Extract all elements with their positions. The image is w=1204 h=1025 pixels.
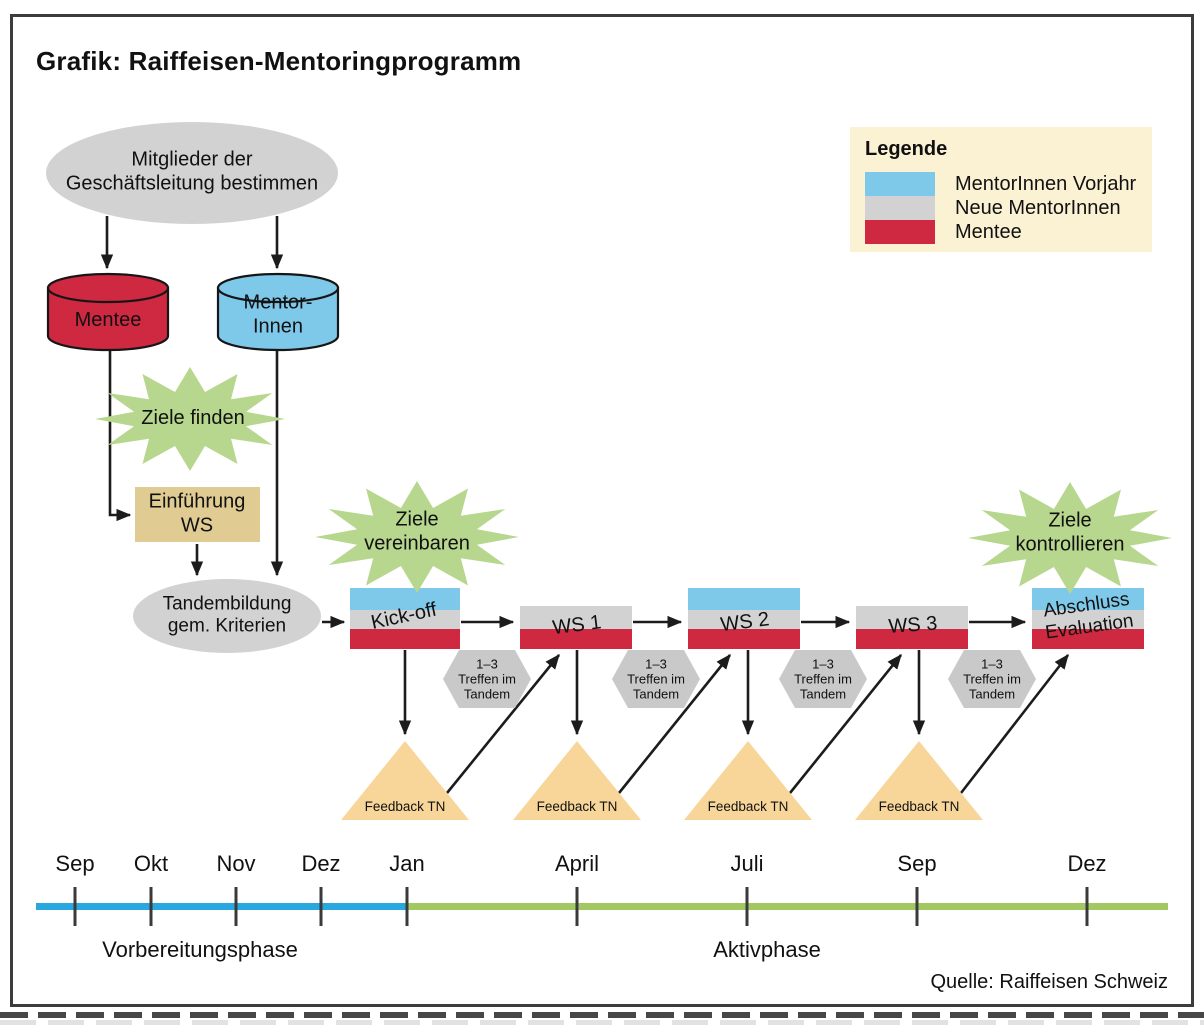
feedback-label-3: Feedback TN [707, 799, 789, 815]
legend-swatch-mentee [865, 220, 935, 244]
ziele-vereinbaren-label: Ziele vereinbaren [364, 508, 470, 555]
arrow-mentee-to-intro [108, 351, 132, 522]
ziele-kontrollieren-star [968, 482, 1172, 594]
month-label-dez2: Dez [1067, 851, 1107, 877]
legend-item-label: Mentee [955, 221, 1022, 243]
hexagon-label-2: 1–3 Treffen im Tandem [627, 657, 685, 702]
feedback-triangle-1 [341, 741, 469, 820]
feedback-triangle-3 [684, 741, 812, 820]
board-label-line1: Mitglieder der [131, 148, 253, 171]
month-label-april: April [554, 851, 600, 877]
hexagon-label-line2: Treffen im [794, 671, 852, 687]
feedback-label-2: Feedback TN [536, 799, 618, 815]
mentors-label-line2: Innen [252, 315, 304, 337]
ziele-kontrollieren-line1: Ziele [1048, 509, 1092, 532]
arrow-feedback3-to-ws3 [788, 654, 903, 794]
legend-swatch-neue-mentorinnen [865, 196, 935, 220]
stage-box-ws3 [856, 606, 968, 649]
stage-box-kickoff [350, 588, 460, 649]
timeline-ticks [73, 887, 1089, 926]
hexagon-label-line3: Tandem [632, 686, 680, 702]
source-text: Quelle: Raiffeisen Schweiz [930, 971, 1168, 993]
stage-box-ws2 [688, 588, 800, 649]
ziele-vereinbaren-line1: Ziele [395, 508, 439, 531]
ziele-finden-label: Ziele finden [141, 407, 245, 430]
ziele-kontrollieren-line2: kontrollieren [1015, 533, 1125, 555]
hexagon-label-line2: Treffen im [963, 671, 1021, 687]
feedback-label-4: Feedback TN [878, 799, 960, 815]
month-label-sep1: Sep [55, 851, 95, 877]
hexagon-label-line2: Treffen im [627, 671, 685, 687]
hexagon-tandem-2 [612, 650, 700, 708]
legend-item-label: MentorInnen Vorjahr [955, 173, 1137, 195]
hexagon-label-line3: Tandem [799, 686, 847, 702]
tandem-label: Tandembildung gem. Kriterien [163, 594, 292, 639]
mentee-cylinder [46, 272, 170, 352]
feedback-triangle-4 [855, 741, 983, 820]
board-ellipse [46, 122, 338, 224]
month-label-juli: Juli [730, 851, 764, 877]
mentors-cylinder [216, 272, 340, 352]
month-label-sep2: Sep [897, 851, 937, 877]
timeline [36, 887, 1168, 926]
intro-ws-label-line1: Einführung [148, 490, 246, 513]
hexagon-label-line1: 1–3 [476, 656, 498, 672]
board-label: Mitglieder der Geschäftsleitung bestimme… [66, 148, 318, 195]
hexagon-label-1: 1–3 Treffen im Tandem [458, 657, 516, 702]
timeline-preparation-bar [36, 903, 407, 910]
arrow-feedback1-to-ws1 [445, 654, 561, 794]
month-label-okt: Okt [133, 851, 169, 877]
stage-label-ws3: WS 3 [887, 612, 939, 638]
tandem-label-line1: Tandembildung [162, 593, 292, 615]
legend-swatch-mentorinnen-vorjahr [865, 172, 935, 196]
bottom-dashed-rule-dark [0, 1012, 1204, 1018]
ziele-vereinbaren-line2: vereinbaren [364, 532, 470, 554]
legend: Legende MentorInnen Vorjahr Neue MentorI… [850, 127, 1152, 252]
feedback-triangle-2 [513, 741, 641, 820]
intro-ws-label-line2: WS [180, 514, 214, 536]
legend-title: Legende [865, 138, 948, 160]
mentors-label-line1: Mentor- [243, 291, 313, 314]
hexagon-label-line2: Treffen im [458, 671, 516, 687]
ziele-kontrollieren-label: Ziele kontrollieren [1016, 509, 1125, 556]
phase-label-aktiv: Aktivphase [713, 937, 821, 963]
tandem-ellipse [133, 579, 321, 653]
month-label-jan: Jan [389, 851, 425, 877]
page-title: Grafik: Raiffeisen-Mentoringprogramm [36, 46, 522, 76]
phase-label-vorbereitung: Vorbereitungsphase [102, 937, 298, 963]
bottom-dashed-rule-light [0, 1020, 1204, 1025]
hexagon-label-line1: 1–3 [812, 656, 834, 672]
arrow-feedback4-to-final [959, 654, 1070, 794]
tandem-label-line2: gem. Kriterien [167, 616, 287, 637]
legend-item-label: Neue MentorInnen [955, 197, 1121, 219]
mentee-label: Mentee [74, 309, 142, 332]
hexagon-tandem-4 [948, 650, 1036, 708]
hexagon-label-3: 1–3 Treffen im Tandem [794, 657, 852, 702]
hexagon-label-line3: Tandem [463, 686, 511, 702]
feedback-label-1: Feedback TN [364, 799, 446, 815]
hexagon-label-line1: 1–3 [645, 656, 667, 672]
stage-box-final [1032, 588, 1144, 649]
connector-arrows [100, 216, 1070, 794]
board-label-line2: Geschäftsleitung bestimmen [65, 172, 319, 194]
intro-ws-label: Einführung WS [149, 490, 246, 537]
arrow-feedback2-to-ws2 [617, 654, 732, 794]
stage-box-ws1 [520, 606, 632, 649]
intro-ws-box [135, 487, 260, 542]
hexagon-label-line3: Tandem [968, 686, 1016, 702]
month-label-nov: Nov [216, 851, 256, 877]
hexagon-label-4: 1–3 Treffen im Tandem [963, 657, 1021, 702]
mentors-label: Mentor- Innen [244, 291, 313, 338]
hexagon-label-line1: 1–3 [981, 656, 1003, 672]
month-label-dez1: Dez [301, 851, 341, 877]
hexagon-tandem-3 [779, 650, 867, 708]
ziele-finden-star [95, 367, 285, 471]
ziele-vereinbaren-star [315, 481, 519, 593]
timeline-active-bar [407, 903, 1168, 910]
hexagon-tandem-1 [443, 650, 531, 708]
